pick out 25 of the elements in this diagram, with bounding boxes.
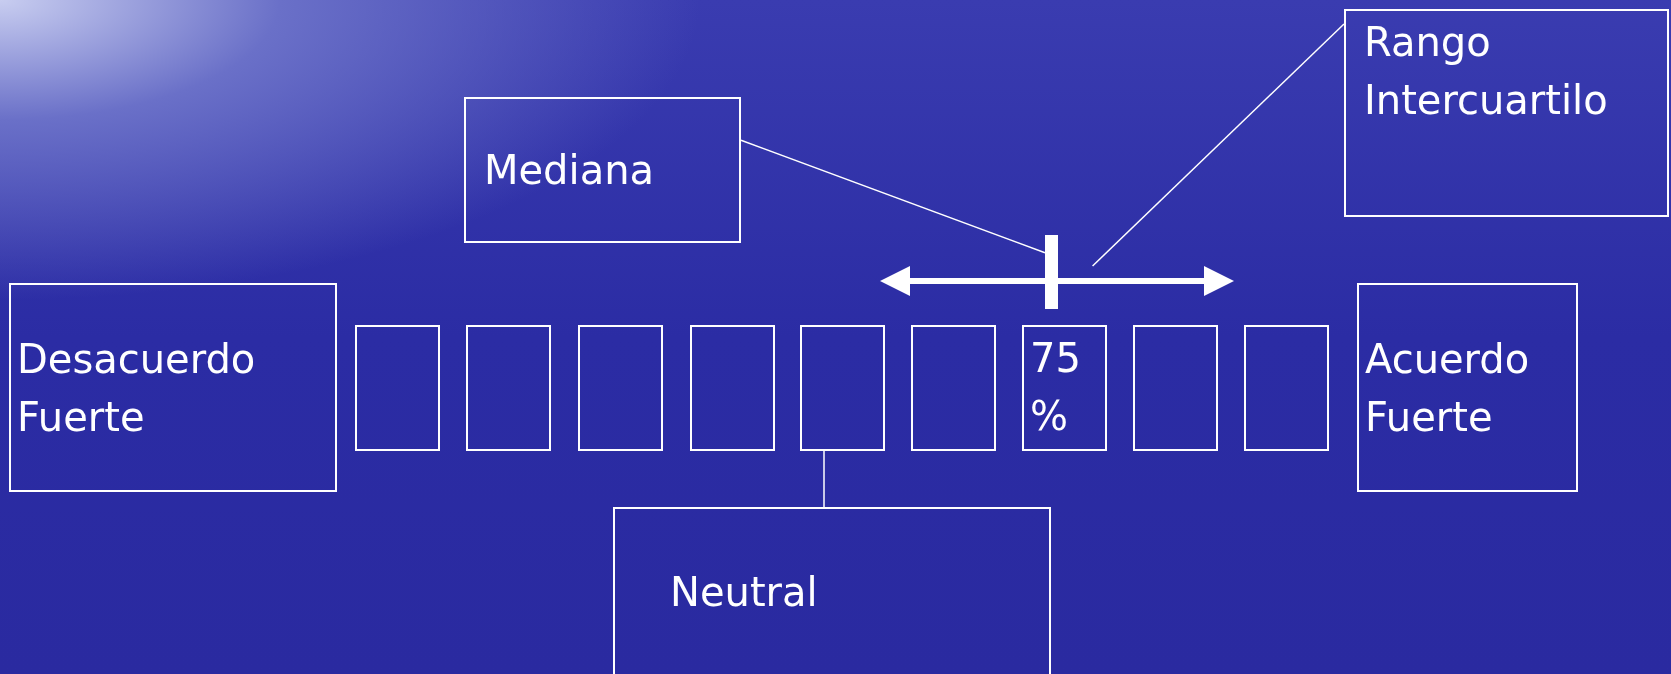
leader-line [823, 450, 825, 508]
scale-box [1244, 325, 1329, 451]
node-label: Acuerdo Fuerte [1365, 334, 1531, 442]
label-box [1357, 283, 1578, 492]
label-box [1344, 9, 1669, 217]
scale-box [1133, 325, 1218, 451]
leader-line [740, 139, 1046, 254]
scale-box [578, 325, 663, 451]
leader-line [1091, 23, 1345, 267]
node-label: Desacuerdo Fuerte [17, 334, 257, 442]
label-box [464, 97, 741, 243]
scale-box [800, 325, 885, 451]
node-label: Neutral [670, 568, 819, 617]
scale-box [355, 325, 440, 451]
scale-box [466, 325, 551, 451]
scale-box [911, 325, 996, 451]
scale-box [690, 325, 775, 451]
scale-box [1022, 325, 1107, 451]
label-box [613, 507, 1051, 674]
range-arrow [880, 266, 1234, 296]
node-label: 75 % [1030, 334, 1082, 441]
node-label: Rango Intercuartilo [1364, 18, 1609, 125]
median-marker [1045, 235, 1058, 309]
node-label: Mediana [484, 146, 655, 195]
label-box [9, 283, 337, 492]
